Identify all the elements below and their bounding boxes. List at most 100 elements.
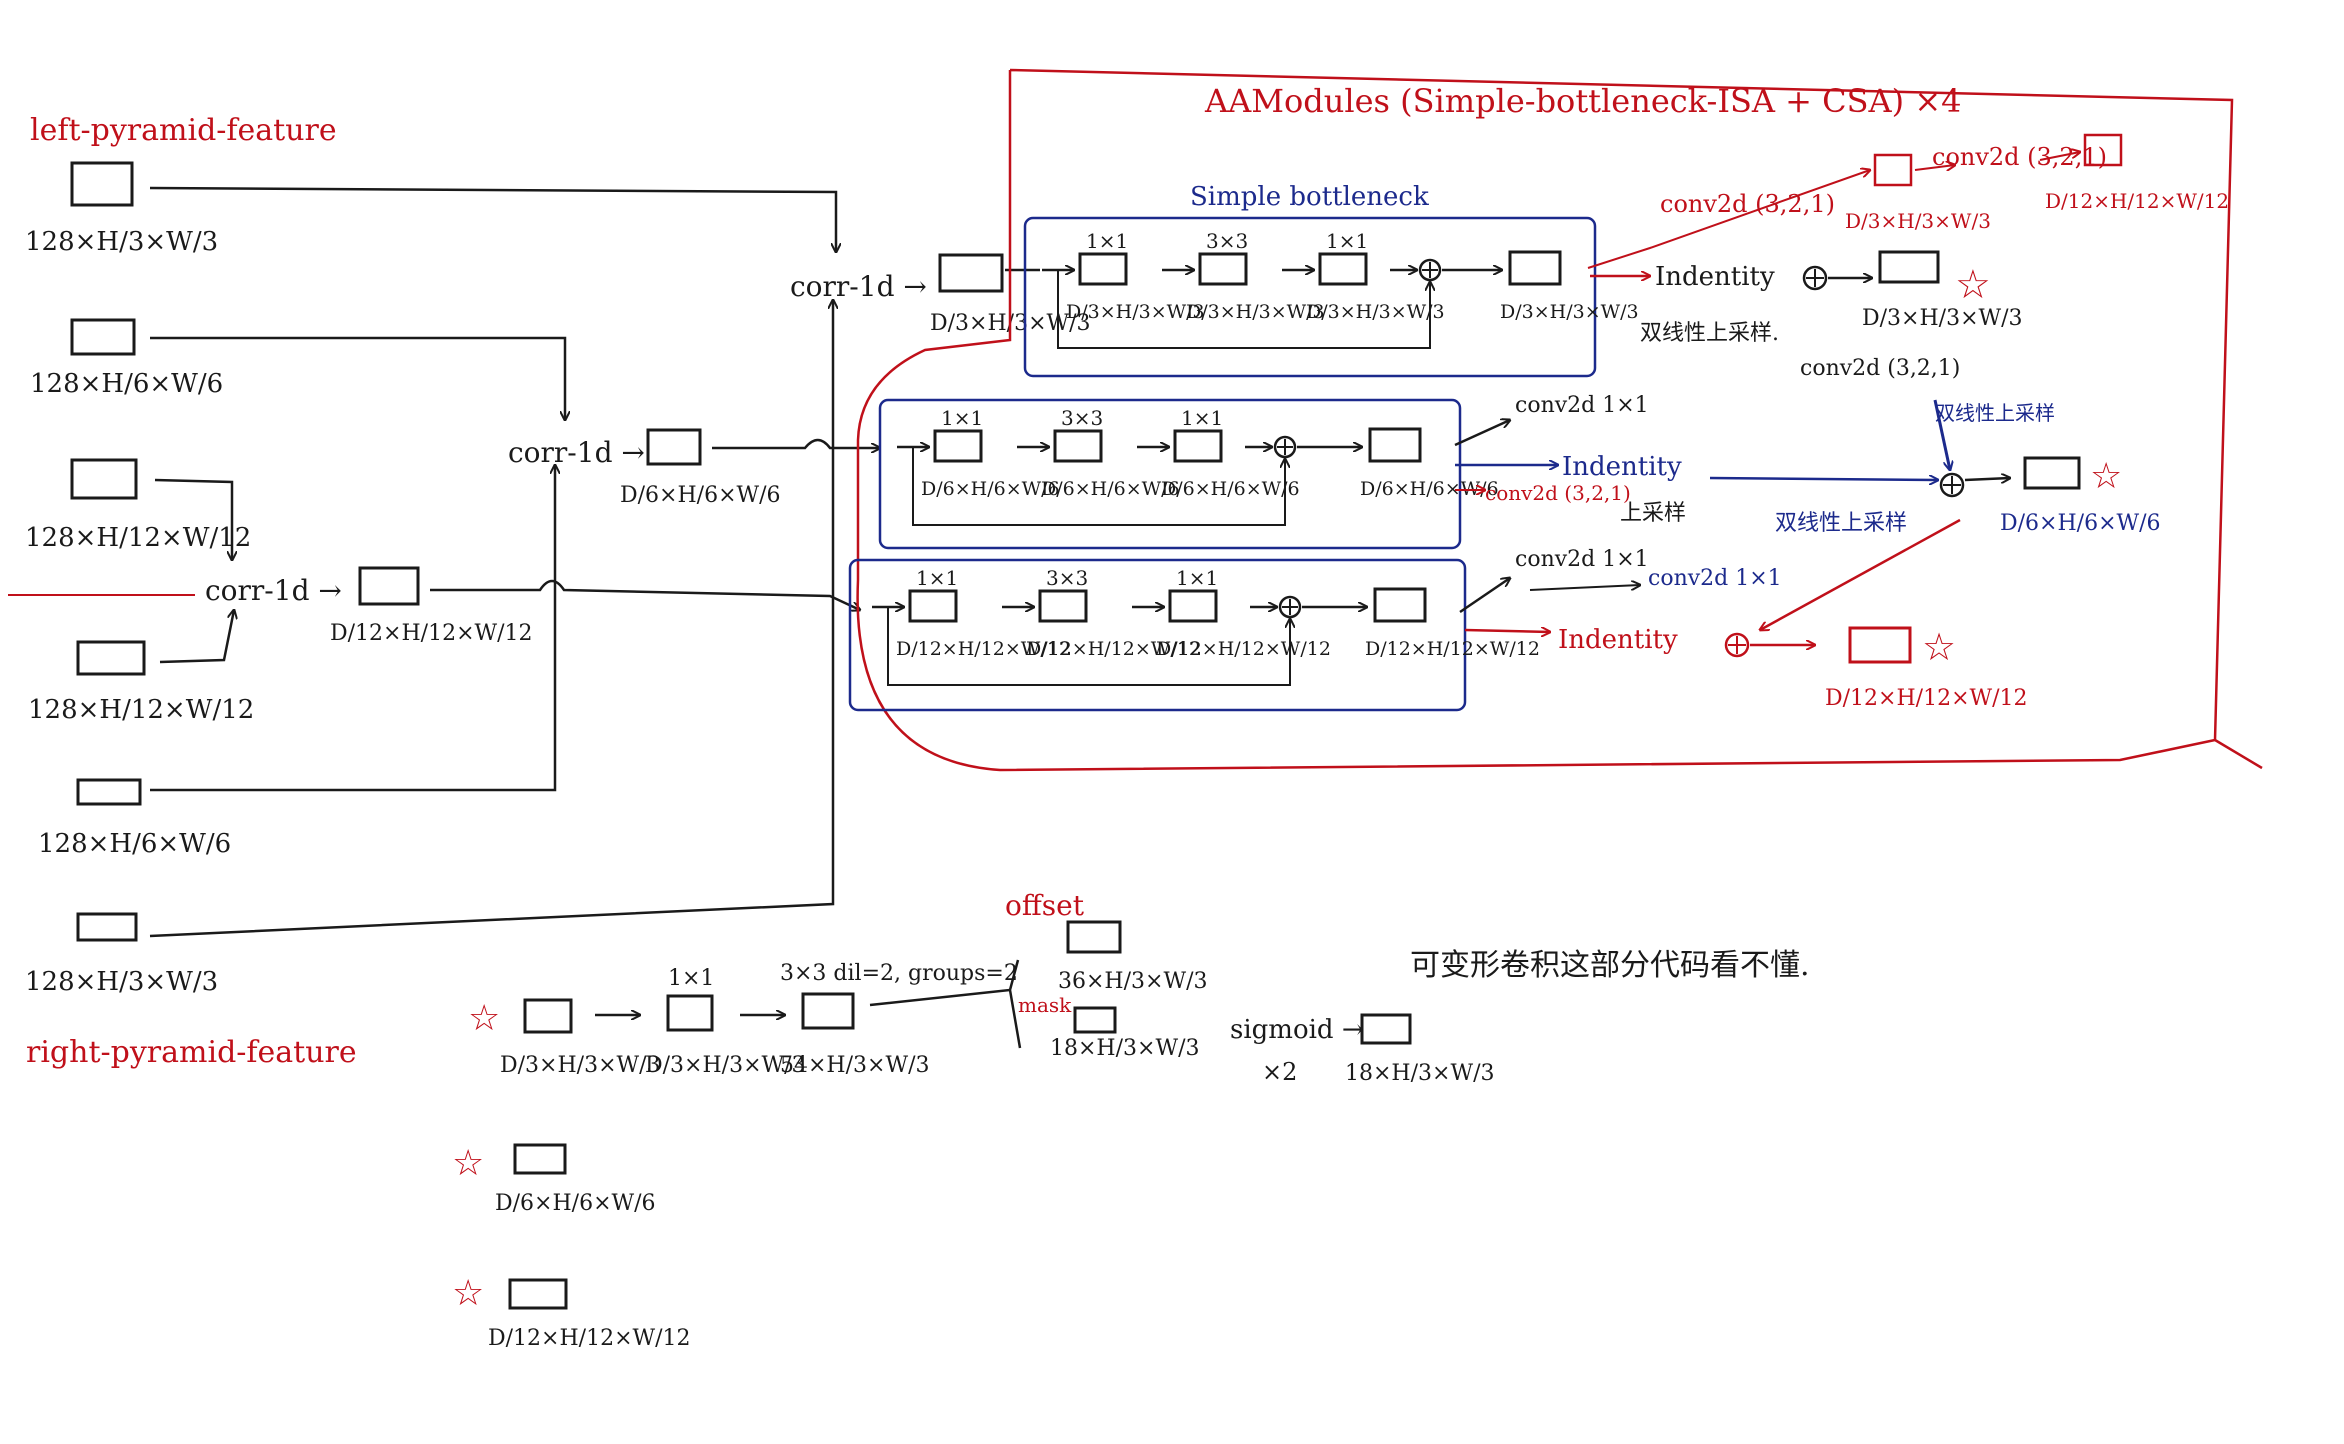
bilinear-label: 双线性上采样 [1775,511,1907,536]
bottleneck-row: 1×1D/12×H/12×W/12 3×3D/12×H/12×W/12 1×1D/1… [872,566,1540,686]
cost-volume-2: D/6×H/6×W/6 [620,428,781,508]
conv-block [1198,252,1248,286]
add-sign [1277,439,1293,455]
bottleneck-row: 1×1D/6×H/6×W/6 3×3D/6×H/6×W/6 1×1D/6×H/6×W… [897,406,1499,526]
star-feature-1: ☆ D/6×H/6×W/6 [452,1143,656,1216]
kernel-label: 1×1 [941,406,983,430]
kernel-label: 1×1 [916,566,958,590]
add-node [1418,258,1442,282]
dims-label: D/3×H/3×W/3 [500,1053,661,1078]
aamodule-title: AAModules (Simple-bottleneck-ISA + CSA) … [1204,82,1961,120]
dims-label: D/12×H/12×W/12 [896,638,1071,660]
up-label: 上采样 [1620,501,1686,526]
routing-wires [149,186,836,938]
kernel-label: 1×1 [1086,229,1128,253]
dims-label: D/3×H/3×W/3 [645,1053,806,1078]
sigmoid-label: sigmoid → [1230,1015,1364,1045]
dims-label: D/12×H/12×W/12 [1156,638,1331,660]
kernel-label: 1×1 [1176,566,1218,590]
feature-dims: 128×H/3×W/3 [25,227,218,257]
conv-label: conv2d (3,2,1) [1932,143,2107,171]
feature-dims: 128×H/12×W/12 [28,695,254,725]
add-node [1724,632,1750,658]
offset-label: offset [1005,889,1085,922]
add-sign [1422,262,1438,278]
dims-label: 54×H/3×W/3 [780,1053,929,1078]
identity-label: Indentity [1562,452,1682,482]
corr-1d-mid: corr-1d → [508,436,645,469]
conv-label: conv2d (3,2,1) [1485,481,1631,505]
deform-section: ☆ D/3×H/3×W/3 1×1 D/3×H/3×W/3 3×3 dil=2,… [468,889,1810,1086]
dims-label: D/12×H/12×W/12 [1825,686,2028,711]
star-feature-2: ☆ D/12×H/12×W/12 [452,1273,691,1351]
cost-volume-3: D/12×H/12×W/12 [330,566,533,646]
kernel-label: 1×1 [668,966,714,991]
star-marker: ☆ [452,1143,484,1184]
csa-top: conv2d (3,2,1) D/3×H/3×W/3 conv2d (3,2,1… [1587,133,2229,269]
add-node [1278,595,1302,619]
cost-volume-dims: D/12×H/12×W/12 [330,621,533,646]
right-pyramid-title: right-pyramid-feature [26,1035,357,1070]
dims-label: D/3×H/3×W/3 [1306,301,1445,323]
dims-label: D/6×H/6×W/6 [2000,511,2161,536]
csa-row1: Indentity D/3×H/3×W/3 ☆ 双线性上采样. [1590,250,2023,346]
add-node [1939,472,1965,498]
bilinear-label: 双线性上采样. [1640,321,1779,346]
dims-label: D/12×H/12×W/12 [1026,638,1201,660]
add-node [1802,265,1828,291]
corr-1d-top: corr-1d → [790,270,927,303]
output-block [1373,587,1427,623]
kernel-label: 3×3 [1061,406,1103,430]
conv-block [1173,429,1223,463]
add-sign [1282,599,1298,615]
add-node [1273,435,1297,459]
kernel-label: 1×1 [1181,406,1223,430]
residual-path [1057,270,1430,349]
corr-1d-low: corr-1d → [205,574,342,607]
mask-label: mask [1018,993,1072,1017]
dims-label: 36×H/3×W/3 [1058,969,1207,994]
csa-row2: conv2d 1×1 Indentity 上采样 conv2d (3,2,1) … [1454,356,2161,536]
conv-block [1168,589,1218,623]
dims-label: D/6×H/6×W/6 [1360,478,1499,500]
note-text: 可变形卷积这部分代码看不懂. [1410,948,1810,983]
conv-block [1038,589,1088,623]
aamodule-boundary [856,68,2263,772]
conv-block [1053,429,1103,463]
simple-bottleneck-label: Simple bottleneck [1190,182,1429,212]
kernel-label: 3×3 [1046,566,1088,590]
feature-map-right-2: 128×H/6×W/6 [38,778,231,859]
feature-dims: 128×H/6×W/6 [38,829,231,859]
dims-label: D/6×H/6×W/6 [921,478,1060,500]
conv-label: conv2d 1×1 [1515,547,1649,572]
kernel-label: 3×3 [1206,229,1248,253]
residual-path [912,447,1285,526]
dims-label: D/12×H/12×W/12 [2045,189,2229,213]
dims-label: D/3×H/3×W/3 [1500,301,1639,323]
dims-label: D/3×H/3×W/3 [1862,306,2023,331]
times-label: ×2 [1262,1058,1297,1086]
dims-label: D/12×H/12×W/12 [1365,638,1540,660]
conv-label: conv2d (3,2,1) [1800,356,1960,381]
conv-block [1078,252,1128,286]
identity-label: Indentity [1655,262,1775,292]
feature-map-left-1: 128×H/3×W/3 [25,161,218,257]
conv-block [1318,252,1368,286]
conv-block [933,429,983,463]
kernel-label: 1×1 [1326,229,1368,253]
dims-label: D/12×H/12×W/12 [488,1326,691,1351]
scribble-text: 双线性上采样 [1935,401,2055,425]
dims-label: D/6×H/6×W/6 [1161,478,1300,500]
conv-label: conv2d 1×1 [1648,566,1782,591]
dims-label: D/3×H/3×W/3 [1186,301,1325,323]
feature-map-left-2: 128×H/6×W/6 [30,318,223,399]
star-marker: ☆ [452,1273,484,1314]
residual-path [887,607,1290,686]
dims-label: 18×H/3×W/3 [1050,1036,1199,1061]
feature-dims: 128×H/12×W/12 [25,523,251,553]
output-block [1368,427,1422,463]
csa-row3: conv2d 1×1 conv2d 1×1 Indentity D/12×H/1… [1459,518,2028,711]
feature-map-left-3: 128×H/12×W/12 [25,458,251,553]
bottleneck-row: 1×1D/3×H/3×W/3 3×3D/3×H/3×W/3 1×1D/3×H/3×W… [1042,229,1639,349]
